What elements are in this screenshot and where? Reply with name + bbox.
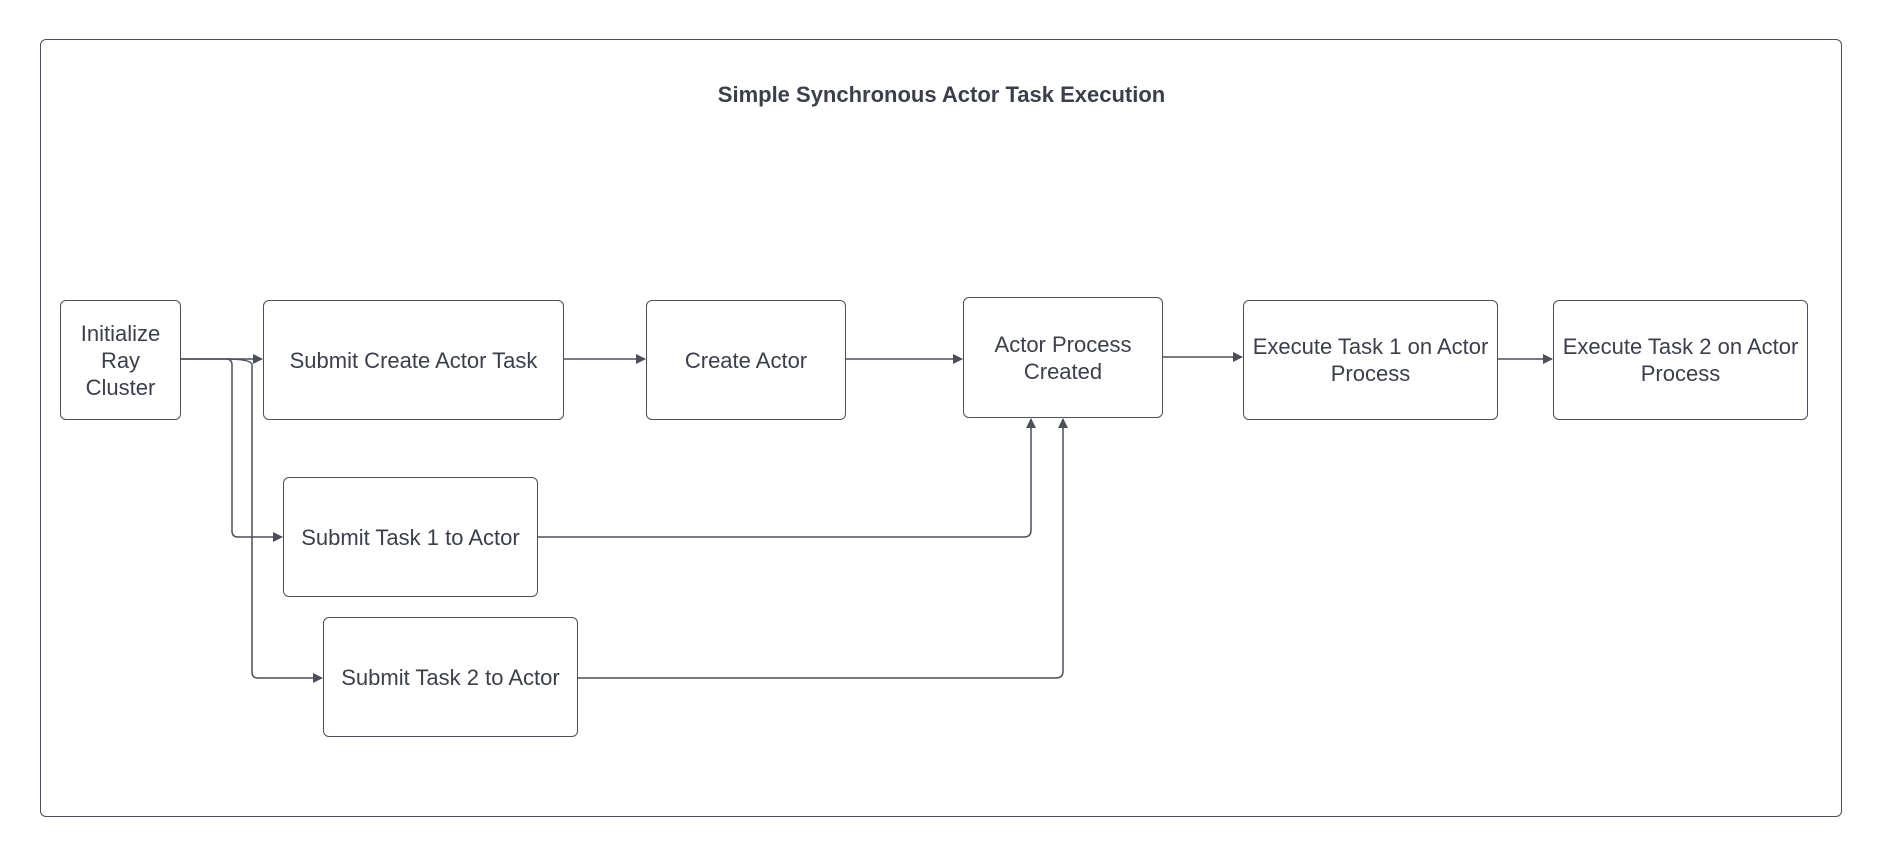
node-label: Submit Task 1 to Actor — [301, 524, 520, 550]
edge-submit-task-1-to-process-created — [538, 418, 1036, 538]
node-label: Submit Create Actor Task — [289, 347, 538, 373]
node-create-actor: Create Actor — [646, 300, 846, 420]
node-initialize-ray-cluster: Initialize Ray Cluster — [60, 300, 181, 420]
node-label: Initialize Ray Cluster — [80, 320, 161, 400]
node-label: Execute Task 1 on Actor Process — [1252, 334, 1489, 386]
node-label: Execute Task 2 on Actor Process — [1562, 334, 1799, 386]
diagram-title: Simple Synchronous Actor Task Execution — [717, 82, 1166, 107]
node-submit-task-1: Submit Task 1 to Actor — [283, 477, 538, 597]
node-label: Create Actor — [684, 347, 808, 373]
edge-submit-task-2-to-process-created — [578, 418, 1068, 679]
diagram-frame — [40, 39, 1842, 817]
edge-initialize-to-submit-task-2 — [225, 358, 323, 683]
node-label: Actor Process Created — [994, 331, 1132, 384]
node-execute-task-2: Execute Task 2 on Actor Process — [1553, 300, 1808, 420]
node-actor-process-created: Actor Process Created — [963, 297, 1163, 418]
node-label: Submit Task 2 to Actor — [341, 664, 560, 690]
node-execute-task-1: Execute Task 1 on Actor Process — [1243, 300, 1498, 420]
node-submit-create-actor-task: Submit Create Actor Task — [263, 300, 564, 420]
node-submit-task-2: Submit Task 2 to Actor — [323, 617, 578, 737]
